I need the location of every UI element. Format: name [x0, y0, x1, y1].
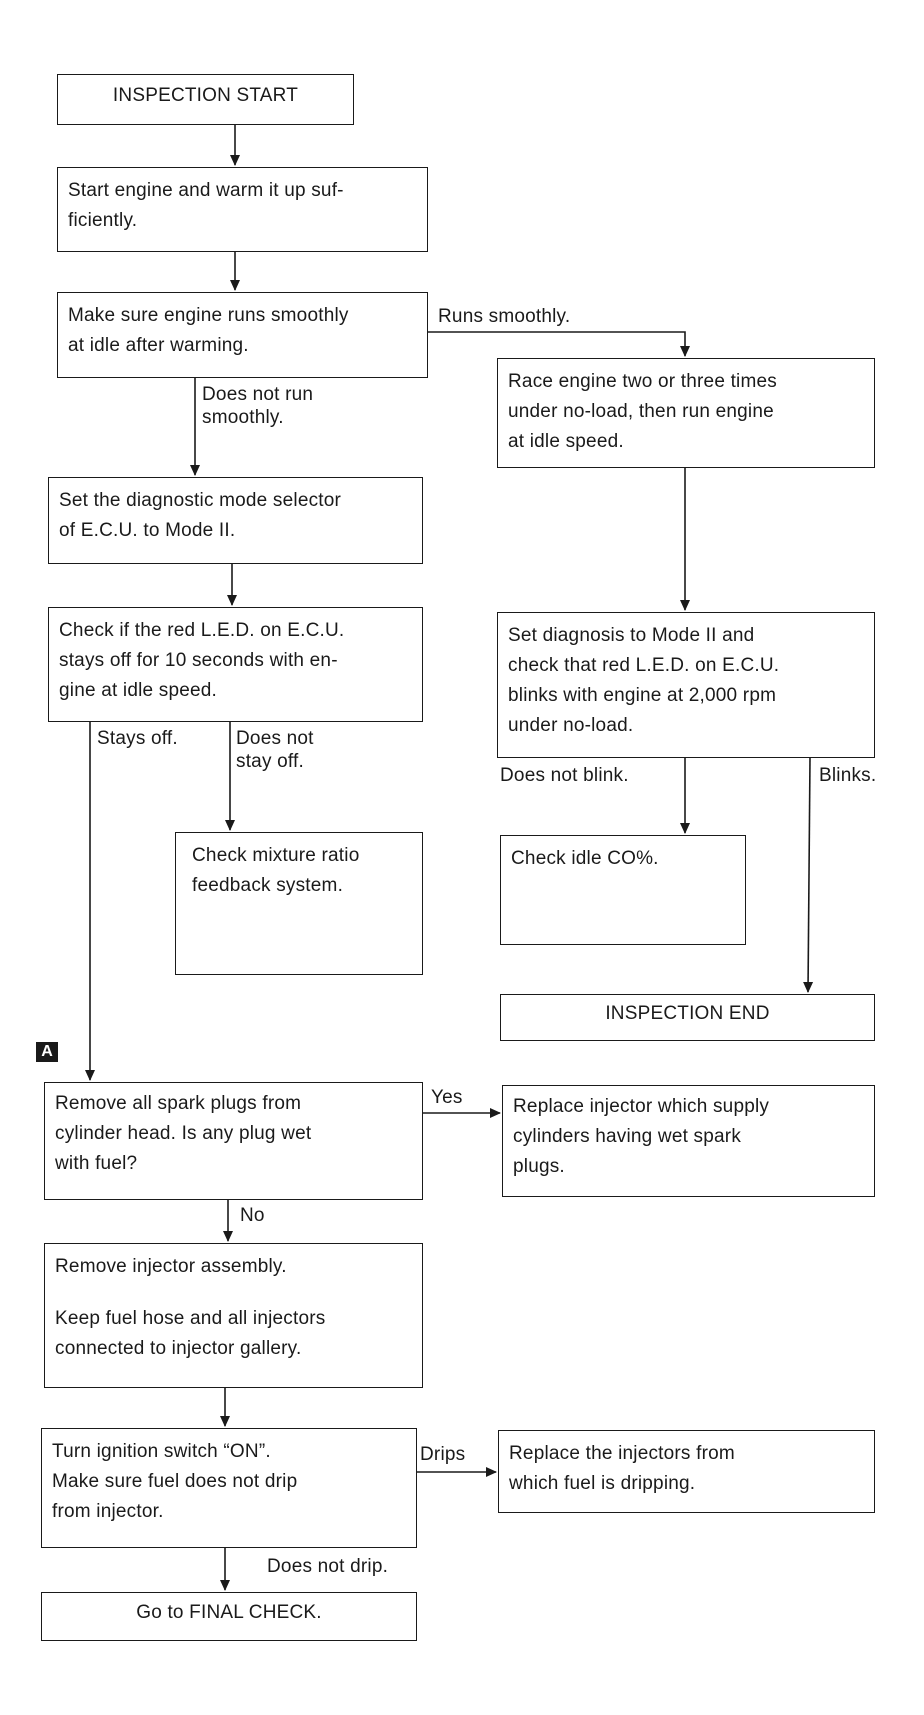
remove-plugs-text-1: Remove all spark plugs from	[55, 1093, 302, 1114]
label-yes: Yes	[431, 1087, 463, 1110]
remove-injector-text-1: Remove injector assembly.	[55, 1256, 287, 1277]
inspection-end-box: INSPECTION END	[500, 994, 875, 1041]
label-drips: Drips	[420, 1444, 465, 1467]
check-led-text-1: Check if the red L.E.D. on E.C.U.	[59, 620, 345, 641]
final-check-box: Go to FINAL CHECK.	[41, 1592, 417, 1641]
label-does-not-blink-text: Does not blink.	[500, 765, 629, 786]
label-no-text: No	[240, 1205, 265, 1226]
check-idle-text-1: Make sure engine runs smoothly	[68, 305, 349, 326]
label-does-not-drip-text: Does not drip.	[267, 1556, 389, 1577]
inspection-end-text: INSPECTION END	[605, 1003, 770, 1025]
turn-ignition-text-1: Turn ignition switch “ON”.	[52, 1441, 271, 1462]
remove-injector-spacer	[55, 1282, 412, 1304]
check-mixture-text-1: Check mixture ratio	[192, 845, 360, 866]
remove-plugs-text-2: cylinder head. Is any plug wet	[55, 1123, 312, 1145]
check-mixture-box: Check mixture ratio feedback system.	[175, 832, 423, 975]
remove-injector-text-2: Keep fuel hose and all injectors	[55, 1308, 326, 1330]
replace-injector-wet-text-3: plugs.	[513, 1156, 565, 1178]
warm-up-box: Start engine and warm it up suf-ficientl…	[57, 167, 428, 252]
label-does-not-drip: Does not drip.	[267, 1556, 388, 1579]
inspection-start-text: INSPECTION START	[112, 85, 299, 107]
label-does-not-stay-off-text-1: Does not	[236, 728, 314, 749]
connector-marker-a: A	[36, 1042, 58, 1062]
label-does-not-run-text-2: smoothly.	[202, 406, 284, 428]
remove-plugs-text-3: with fuel?	[55, 1153, 138, 1175]
check-co-box: Check idle CO%.	[500, 835, 746, 945]
check-idle-box: Make sure engine runs smoothly at idle af…	[57, 292, 428, 378]
label-runs-smoothly-text: Runs smoothly.	[438, 306, 571, 327]
set-diagnosis-box: Set diagnosis to Mode II and check that r…	[497, 612, 875, 758]
label-runs-smoothly: Runs smoothly.	[438, 306, 570, 329]
set-diagnosis-text-4: under no-load.	[508, 715, 634, 737]
remove-injector-text-3: connected to injector gallery.	[55, 1338, 302, 1360]
remove-injector-box: Remove injector assembly. Keep fuel hose …	[44, 1243, 423, 1388]
set-diagnosis-text-2: check that red L.E.D. on E.C.U.	[508, 655, 780, 677]
turn-ignition-text-2: Make sure fuel does not drip	[52, 1471, 298, 1493]
label-yes-text: Yes	[431, 1087, 463, 1108]
race-engine-text-3: at idle speed.	[508, 431, 624, 453]
label-does-not-blink: Does not blink.	[500, 765, 629, 788]
race-engine-text-2: under no-load, then run engine	[508, 401, 774, 423]
check-co-text: Check idle CO%.	[511, 848, 659, 869]
warm-up-text-1: Start engine and warm it up suf-	[68, 180, 344, 201]
check-led-box: Check if the red L.E.D. on E.C.U. stays o…	[48, 607, 423, 722]
check-led-text-3: gine at idle speed.	[59, 680, 218, 702]
label-blinks: Blinks.	[819, 765, 876, 788]
check-led-text-2: stays off for 10 seconds with en-	[59, 650, 338, 672]
replace-injector-wet-text-2: cylinders having wet spark	[513, 1126, 742, 1148]
check-idle-text-2: at idle after warming.	[68, 335, 249, 357]
set-mode-text-2: of E.C.U. to Mode II.	[59, 520, 236, 542]
remove-plugs-box: Remove all spark plugs from cylinder head…	[44, 1082, 423, 1200]
set-mode-box: Set the diagnostic mode selector of E.C.U…	[48, 477, 423, 564]
arrow-idle-to-race	[428, 331, 690, 357]
replace-injector-drip-text-2: which fuel is dripping.	[509, 1473, 696, 1495]
replace-injector-drip-box: Replace the injectors from which fuel is …	[498, 1430, 875, 1513]
turn-ignition-box: Turn ignition switch “ON”. Make sure fuel…	[41, 1428, 417, 1548]
race-engine-text-1: Race engine two or three times	[508, 371, 777, 392]
race-engine-box: Race engine two or three times under no-l…	[497, 358, 875, 468]
replace-injector-wet-box: Replace injector which supply cylinders h…	[502, 1085, 875, 1197]
check-mixture-text-2: feedback system.	[192, 875, 344, 897]
replace-injector-wet-text-1: Replace injector which supply	[513, 1096, 770, 1117]
label-does-not-stay-off-text-2: stay off.	[236, 750, 304, 772]
set-mode-text-1: Set the diagnostic mode selector	[59, 490, 342, 511]
inspection-start-box: INSPECTION START	[57, 74, 354, 125]
label-stays-off-text: Stays off.	[97, 728, 178, 749]
turn-ignition-text-3: from injector.	[52, 1501, 164, 1523]
label-does-not-run-text-1: Does not run	[202, 384, 314, 405]
final-check-text: Go to FINAL CHECK.	[136, 1602, 322, 1624]
label-no: No	[240, 1205, 265, 1228]
label-blinks-text: Blinks.	[819, 765, 877, 786]
set-diagnosis-text-3: blinks with engine at 2,000 rpm	[508, 685, 777, 707]
arrow-diagnosis-to-end	[803, 757, 814, 993]
set-diagnosis-text-1: Set diagnosis to Mode II and	[508, 625, 755, 646]
label-drips-text: Drips	[420, 1444, 466, 1465]
replace-injector-drip-text-1: Replace the injectors from	[509, 1443, 735, 1464]
label-stays-off: Stays off.	[97, 728, 178, 751]
warm-up-text-2: ficiently.	[68, 210, 138, 232]
